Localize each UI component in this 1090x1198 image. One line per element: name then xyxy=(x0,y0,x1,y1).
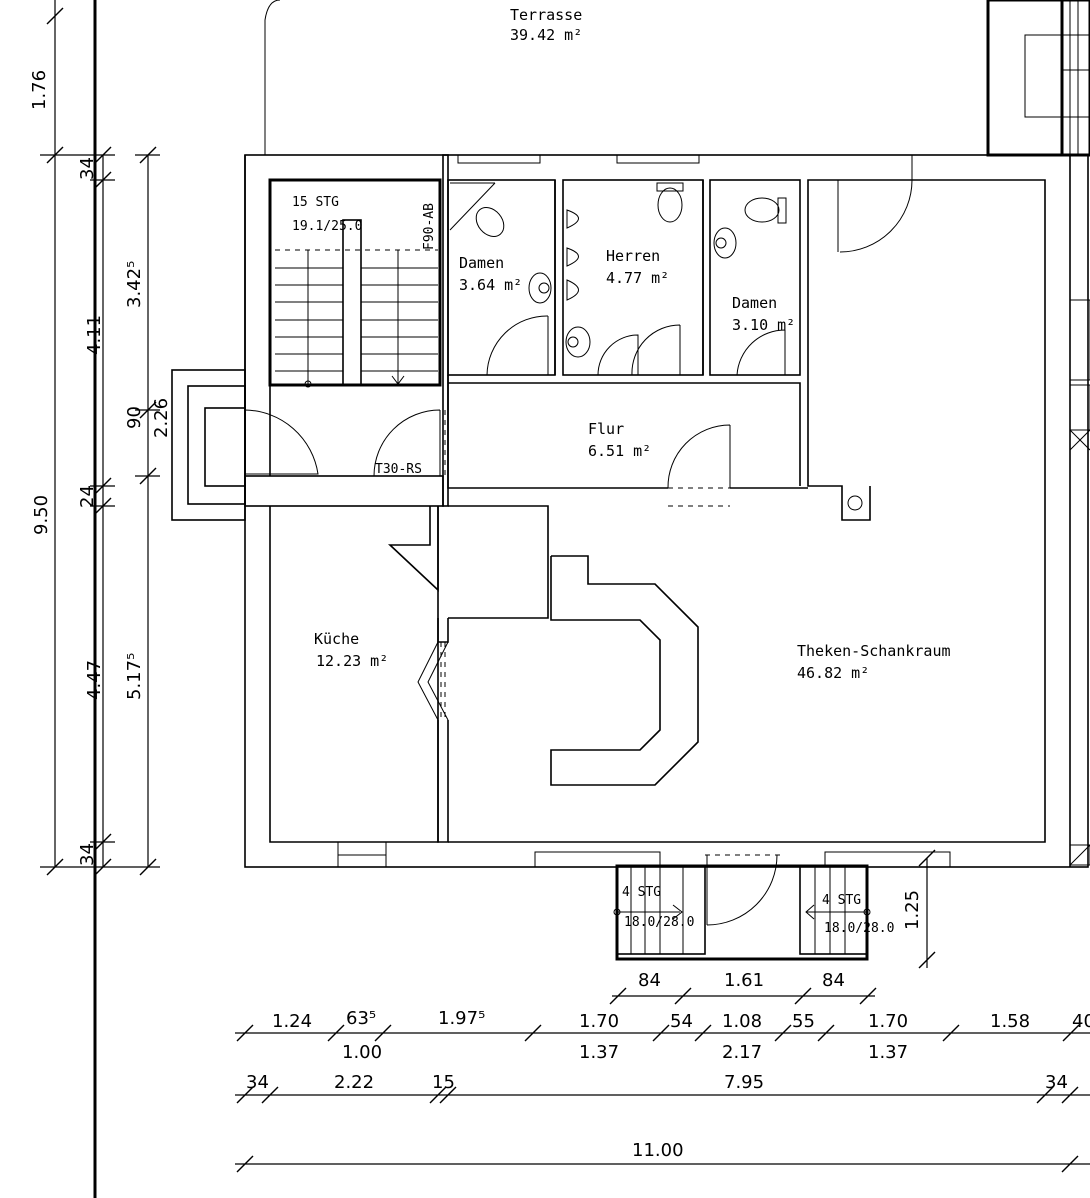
dim-inner-4: 5.17⁵ xyxy=(124,653,145,700)
left-stair-count: 4 STG xyxy=(622,885,661,900)
dim-r1-2: 63⁵ xyxy=(346,1008,376,1029)
dim-r1-5: 54 xyxy=(670,1011,693,1032)
dim-inner-3: 2.26 xyxy=(151,398,172,438)
stair-treads-left xyxy=(275,267,343,372)
room-theken-area: 46.82 m² xyxy=(797,664,869,682)
dim-r1b-2: 1.37 xyxy=(579,1042,619,1063)
room-herren-area: 4.77 m² xyxy=(606,269,669,287)
dim-stair-2: 1.61 xyxy=(724,970,764,991)
room-flur-area: 6.51 m² xyxy=(588,442,651,460)
room-herren-name: Herren xyxy=(606,247,660,265)
door-rating: T30-RS xyxy=(375,462,422,477)
dim-r1b-4: 1.37 xyxy=(868,1042,908,1063)
dim-r1-8: 1.70 xyxy=(868,1011,908,1032)
room-labels: Terrasse 39.42 m² Damen 3.64 m² Herren 4… xyxy=(314,6,951,682)
dim-r1-7: 55 xyxy=(792,1011,815,1032)
dim-left-2: 34 xyxy=(77,157,98,180)
main-stair: 15 STG 19.1/25.0 F90-AB xyxy=(268,178,442,388)
sanitary-fixtures xyxy=(475,182,863,511)
dim-stair-1: 84 xyxy=(638,970,661,991)
stair-treads-right xyxy=(361,267,438,372)
dim-r2-3: 15 xyxy=(432,1072,455,1093)
right-stair-count: 4 STG xyxy=(822,893,861,908)
room-kueche-name: Küche xyxy=(314,630,359,648)
bar-counter xyxy=(550,555,699,786)
dim-inner-2: 90 xyxy=(124,406,145,429)
room-damen1-name: Damen xyxy=(459,254,504,272)
dim-r1b-3: 2.17 xyxy=(722,1042,762,1063)
dim-r1-1: 1.24 xyxy=(272,1011,312,1032)
dim-left-3: 4.11 xyxy=(84,315,105,355)
dim-r1-3: 1.97⁵ xyxy=(438,1008,485,1029)
windows-top xyxy=(337,154,951,868)
bottom-dimensions: 84 1.61 84 1.25 1.24 63⁵ 1.97⁵ 1.70 54 xyxy=(235,849,1090,1173)
dim-r1b-1: 1.00 xyxy=(342,1042,382,1063)
dim-left-1: 1.76 xyxy=(29,70,50,110)
dim-inner-1: 3.42⁵ xyxy=(124,261,145,308)
dim-r1-9: 1.58 xyxy=(990,1011,1030,1032)
dim-left-4: 24 xyxy=(77,485,98,508)
dim-left-7: 9.50 xyxy=(31,495,52,535)
room-flur-name: Flur xyxy=(588,420,624,438)
room-kueche-area: 12.23 m² xyxy=(316,652,388,670)
dim-r2-4: 7.95 xyxy=(724,1072,764,1093)
interior-walls xyxy=(244,154,808,856)
main-stair-ratio: 19.1/25.0 xyxy=(292,219,362,234)
room-damen1-area: 3.64 m² xyxy=(459,276,522,294)
left-dimensions: 1.76 34 4.11 24 4.47 34 9.50 3.42⁵ 90 2.… xyxy=(29,0,172,876)
right-stair-ratio: 18.0/28.0 xyxy=(824,921,894,936)
room-terrasse-area: 39.42 m² xyxy=(510,26,582,44)
dim-r1-4: 1.70 xyxy=(579,1011,619,1032)
doors: T30-RS xyxy=(373,155,913,926)
dim-r1-10: 40 xyxy=(1072,1011,1090,1032)
dim-left-6: 34 xyxy=(77,843,98,866)
exterior-walls xyxy=(244,154,1089,868)
room-damen2-area: 3.10 m² xyxy=(732,316,795,334)
neighbor-structure xyxy=(986,0,1090,866)
side-entry xyxy=(171,369,319,521)
dim-r2-5: 34 xyxy=(1045,1072,1068,1093)
dim-r2-1: 34 xyxy=(246,1072,269,1093)
room-terrasse-name: Terrasse xyxy=(510,6,582,24)
terrace-outline xyxy=(264,0,281,155)
room-damen2-name: Damen xyxy=(732,294,777,312)
dim-side: 1.25 xyxy=(902,890,923,930)
left-stair-ratio: 18.0/28.0 xyxy=(624,915,694,930)
room-theken-name: Theken-Schankraum xyxy=(797,642,951,660)
dim-r3-1: 11.00 xyxy=(632,1140,684,1161)
dim-r2-2: 2.22 xyxy=(334,1072,374,1093)
fire-rating: F90-AB xyxy=(422,203,437,250)
dim-stair-3: 84 xyxy=(822,970,845,991)
external-stairs: 4 STG 18.0/28.0 4 STG 18.0/28.0 xyxy=(613,864,894,961)
main-stair-count: 15 STG xyxy=(292,195,339,210)
dim-r1-6: 1.08 xyxy=(722,1011,762,1032)
dim-left-5: 4.47 xyxy=(84,660,105,700)
